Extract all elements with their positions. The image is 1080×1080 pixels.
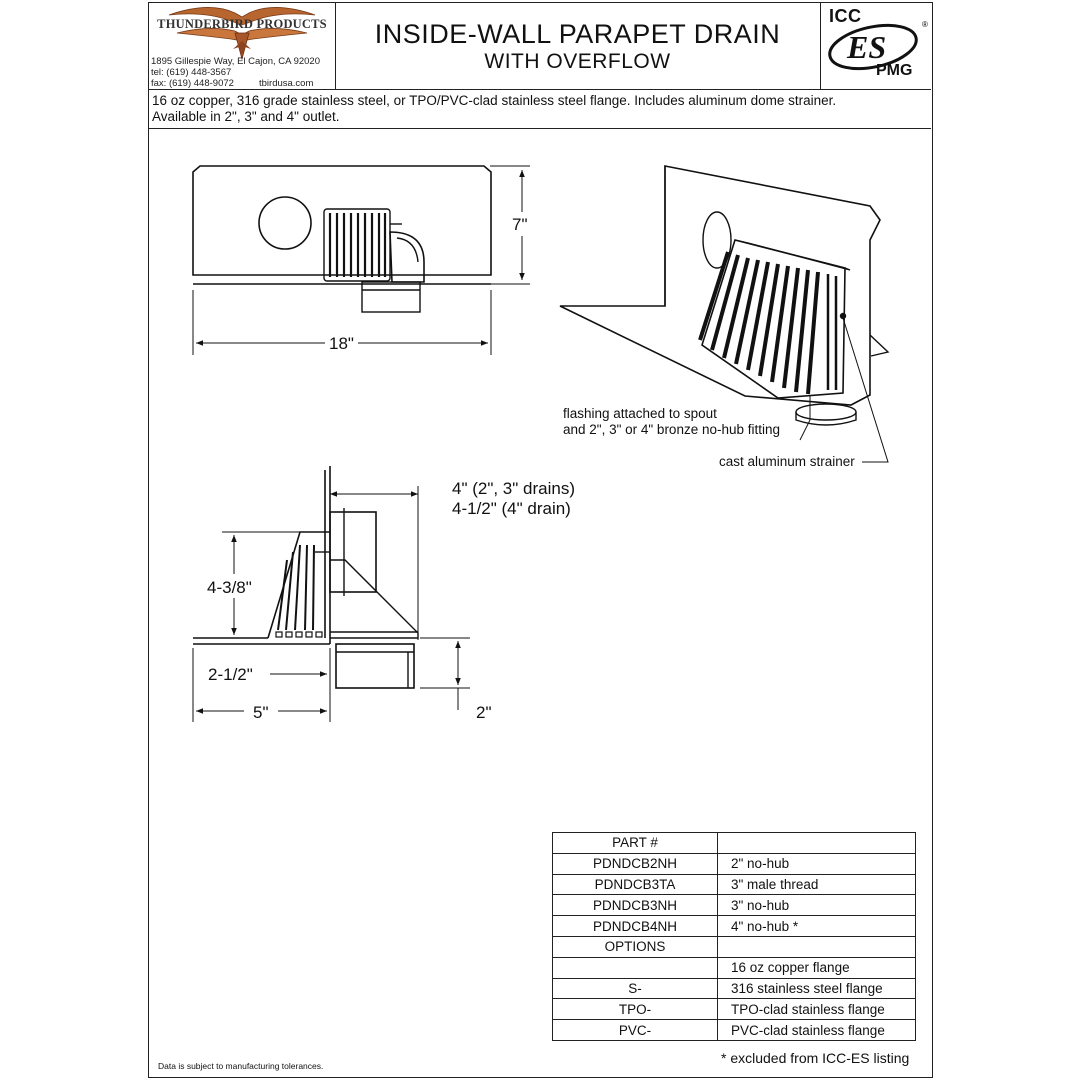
description-line-2: Available in 2", 3" and 4" outlet. <box>152 109 340 124</box>
part-number-cell: S- <box>552 977 718 1000</box>
front-elevation-view <box>192 165 530 355</box>
table-row: PART # <box>552 832 916 854</box>
icc-es-pmg-logo: ICC ® ES PMG <box>820 3 932 89</box>
brand-name: THUNDERBIRD PRODUCTS <box>157 17 327 31</box>
table-row: S-316 stainless steel flange <box>552 977 916 1000</box>
dim-outlet-label-2: 4-1/2" (4" drain) <box>452 499 571 518</box>
dim-strainer-height-label: 4-3/8" <box>207 578 252 597</box>
icc-es-swoosh-icon: ® <box>828 20 928 71</box>
side-section-view <box>192 466 470 722</box>
part-number-cell: OPTIONS <box>552 935 718 958</box>
part-number-cell <box>552 956 718 979</box>
company-phone: tel: (619) 448-3567 <box>151 67 232 78</box>
drawing-sheet: THUNDERBIRD PRODUCTS 1895 Gillespie Way,… <box>148 2 933 1078</box>
part-description-cell: 3" male thread <box>717 873 916 896</box>
callout-flashing-line2: and 2", 3" or 4" bronze no-hub fitting <box>563 422 781 437</box>
thunderbird-logo-icon <box>168 7 316 61</box>
part-description-cell: 4" no-hub * <box>717 915 916 937</box>
part-number-cell: PDNDCB4NH <box>552 915 718 937</box>
product-description: 16 oz copper, 316 grade stainless steel,… <box>149 89 931 129</box>
table-row: 16 oz copper flange <box>552 956 916 979</box>
part-number-cell: PDNDCB2NH <box>552 852 718 875</box>
part-description-cell: 16 oz copper flange <box>717 956 916 979</box>
drawing-title: INSIDE-WALL PARAPET DRAIN <box>374 19 781 49</box>
pmg-text: PMG <box>876 62 913 79</box>
callout-flashing-line1: flashing attached to spout <box>563 406 717 421</box>
tolerance-disclaimer: Data is subject to manufacturing toleran… <box>158 1061 324 1071</box>
icc-exclusion-note: * excluded from ICC-ES listing <box>721 1050 910 1066</box>
dim-offset-label: 2-1/2" <box>208 665 253 684</box>
company-fax: fax: (619) 448-9072 <box>151 78 234 89</box>
svg-text:®: ® <box>922 20 928 29</box>
callout-strainer: cast aluminum strainer <box>719 454 855 469</box>
drawing-subtitle: WITH OVERFLOW <box>484 50 671 73</box>
dim-outlet-length-label: 2" <box>476 703 492 722</box>
part-number-cell: TPO- <box>552 998 718 1021</box>
company-address: 1895 Gillespie Way, El Cajon, CA 92020 <box>151 56 320 67</box>
part-description-cell: 3" no-hub <box>717 894 916 917</box>
dim-width-label: 18" <box>329 334 354 353</box>
dim-height-label: 7" <box>512 215 528 234</box>
part-number-cell: PDNDCB3NH <box>552 894 718 917</box>
dim-depth-label: 5" <box>253 703 269 722</box>
part-number-cell: PVC- <box>552 1019 718 1041</box>
table-row: OPTIONS <box>552 935 916 958</box>
description-line-1: 16 oz copper, 316 grade stainless steel,… <box>152 93 837 108</box>
table-row: PVC-PVC-clad stainless flange <box>552 1019 916 1041</box>
part-description-cell <box>717 935 916 958</box>
company-website: tbirdusa.com <box>259 78 314 89</box>
part-description-cell: 2" no-hub <box>717 852 916 875</box>
part-number-cell: PART # <box>552 832 718 854</box>
icc-text: ICC <box>829 6 862 26</box>
part-number-cell: PDNDCB3TA <box>552 873 718 896</box>
part-description-cell: PVC-clad stainless flange <box>717 1019 916 1041</box>
company-logo-block: THUNDERBIRD PRODUCTS 1895 Gillespie Way,… <box>149 3 336 89</box>
isometric-view <box>559 165 890 463</box>
dim-outlet-label-1: 4" (2", 3" drains) <box>452 479 575 498</box>
title-block: THUNDERBIRD PRODUCTS 1895 Gillespie Way,… <box>149 3 931 90</box>
table-row: TPO-TPO-clad stainless flange <box>552 998 916 1021</box>
title-cell: INSIDE-WALL PARAPET DRAIN WITH OVERFLOW <box>335 3 820 89</box>
part-description-cell: 316 stainless steel flange <box>717 977 916 1000</box>
part-description-cell: TPO-clad stainless flange <box>717 998 916 1021</box>
part-description-cell <box>717 832 916 854</box>
es-text: ES <box>847 29 887 65</box>
